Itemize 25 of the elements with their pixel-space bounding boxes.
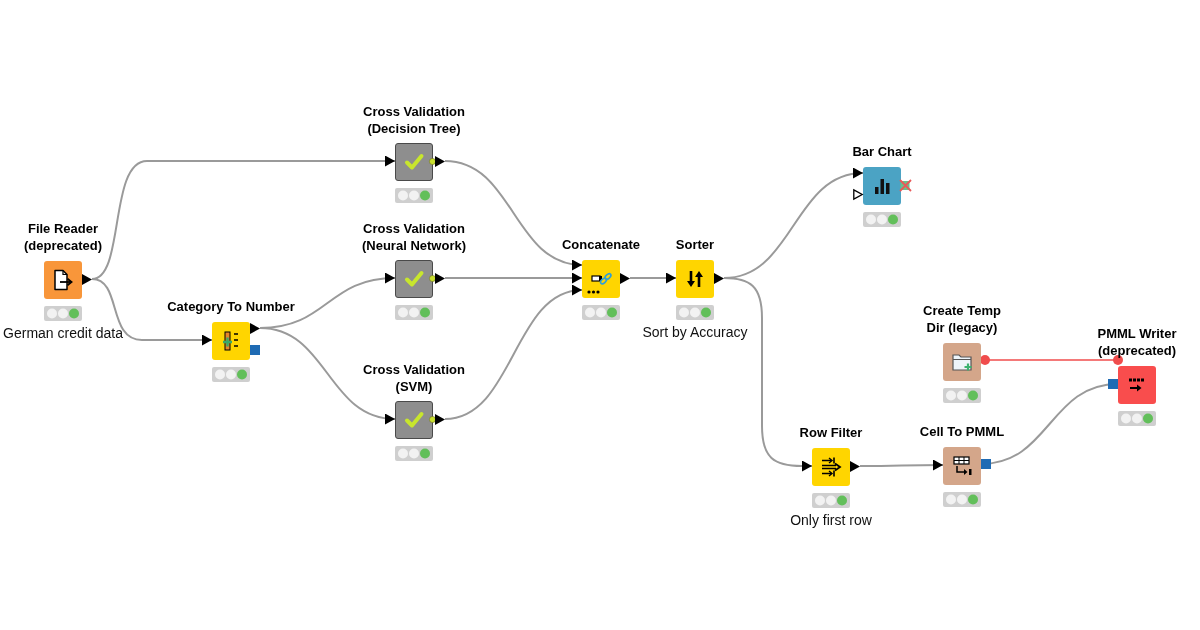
- node-title: Concatenate: [561, 236, 641, 253]
- connector: [444, 160, 583, 270]
- node-annotation: German credit data: [3, 325, 123, 342]
- connector: [723, 277, 813, 472]
- connector: [259, 327, 396, 424]
- connector: [444, 272, 583, 284]
- node-title: PMML Writer (deprecated): [1097, 325, 1177, 359]
- node-title: Row Filter: [799, 424, 863, 441]
- connector: [629, 272, 677, 284]
- connector: [859, 459, 944, 471]
- node-title: Create Temp Dir (legacy): [922, 302, 1002, 336]
- node-title: File Reader (deprecated): [23, 220, 103, 254]
- connector: [91, 278, 213, 346]
- connector: [444, 286, 583, 420]
- node-title: Sorter: [675, 236, 715, 253]
- node-title: Cross Validation (Decision Tree): [362, 103, 466, 137]
- node-annotation: Only first row: [790, 512, 872, 529]
- node-title: Cell To PMML: [919, 423, 1005, 440]
- node-title: Bar Chart: [851, 143, 913, 160]
- connector: [980, 355, 1123, 365]
- node-title: Category To Number: [166, 298, 296, 315]
- node-annotation: Sort by Accuracy: [642, 324, 748, 341]
- node-title: Cross Validation (SVM): [362, 361, 466, 395]
- connector: [980, 379, 1119, 469]
- node-title: Cross Validation (Neural Network): [361, 220, 467, 254]
